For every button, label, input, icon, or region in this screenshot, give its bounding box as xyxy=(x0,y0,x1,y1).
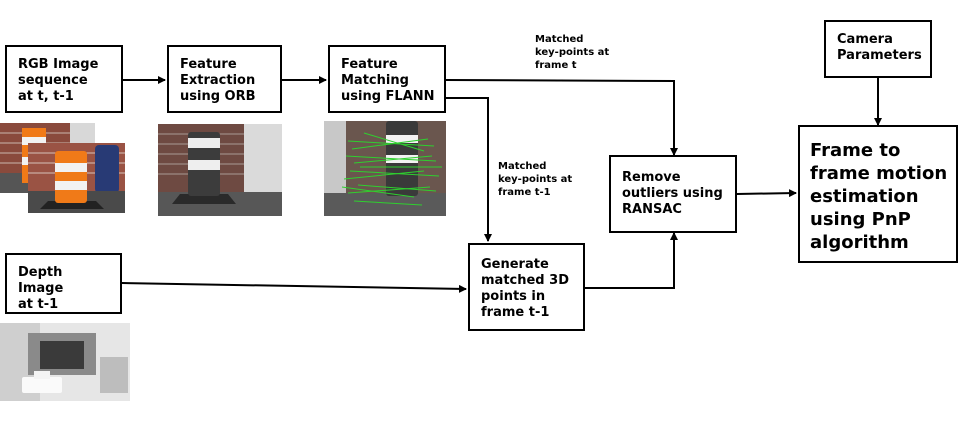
generate-3d-node: Generate matched 3D points in frame t-1 xyxy=(468,243,585,331)
remove-outliers-node: Remove outliers using RANSAC xyxy=(609,155,737,233)
edge-matching-to-generate xyxy=(446,97,492,242)
matched-keypoints-t1-label: Matched key-points at frame t-1 xyxy=(498,161,573,198)
orb-features-thumbnail xyxy=(158,124,282,216)
feature-matching-node: Feature Matching using FLANN xyxy=(328,45,446,113)
rgb-sequence-node: RGB Image sequence at t, t-1 xyxy=(5,45,123,113)
edge-matching-to-ransac xyxy=(445,79,678,156)
frame-motion-node: Frame to frame motion estimation using P… xyxy=(798,125,958,263)
depth-image-thumbnail xyxy=(0,323,130,401)
rgb-frames-thumbnail xyxy=(0,123,125,213)
edge-generate-to-ransac xyxy=(585,232,678,289)
depth-image-node: Depth Image at t-1 xyxy=(5,253,122,314)
flann-matches-thumbnail xyxy=(324,121,446,216)
camera-parameters-node: Camera Parameters xyxy=(824,20,932,78)
feature-extraction-node: Feature Extraction using ORB xyxy=(167,45,282,113)
edge-depth-to-generate xyxy=(121,282,467,293)
matched-keypoints-t-label: Matched key-points at frame t xyxy=(535,34,610,71)
edge-ransac-to-motion xyxy=(736,189,797,198)
